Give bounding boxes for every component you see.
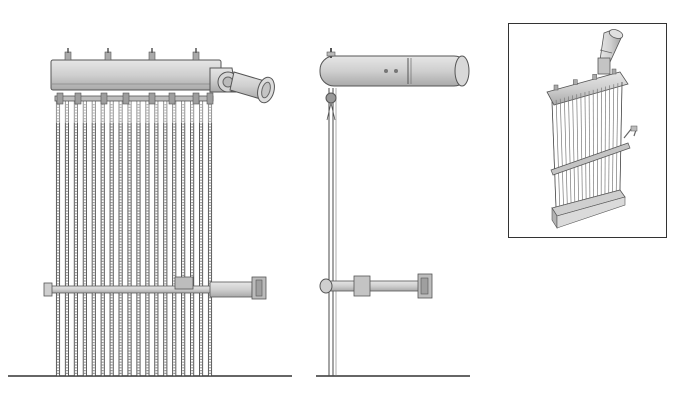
front-bolt [149, 52, 155, 60]
front-rod-nut [123, 93, 129, 104]
side-top-header [320, 48, 469, 86]
inset-bolt [554, 85, 558, 90]
inset-bolt [612, 69, 616, 74]
front-top-header [51, 60, 221, 90]
side-middle-support [320, 274, 432, 298]
front-rod-nut [149, 93, 155, 104]
front-outlet-nozzle [210, 68, 277, 105]
inset-bolt [593, 74, 597, 79]
front-rod-nut [57, 93, 63, 104]
front-bolt [65, 52, 71, 60]
isometric-inset-view [509, 24, 667, 238]
front-rod-nut [207, 93, 213, 104]
front-elevation-view [8, 48, 292, 376]
side-elevation-view [316, 48, 470, 376]
front-tube-haze [56, 101, 214, 123]
front-bolt [193, 52, 199, 60]
front-rod-nut [193, 93, 199, 104]
inset-bolt [573, 80, 577, 85]
front-rod-nut [75, 93, 81, 104]
front-top-bolts [65, 48, 199, 60]
side-hanger [326, 93, 336, 120]
front-bolt [105, 52, 111, 60]
front-tube-bundle [56, 100, 214, 376]
front-rod-nut [169, 93, 175, 104]
front-rod-nut [101, 93, 107, 104]
